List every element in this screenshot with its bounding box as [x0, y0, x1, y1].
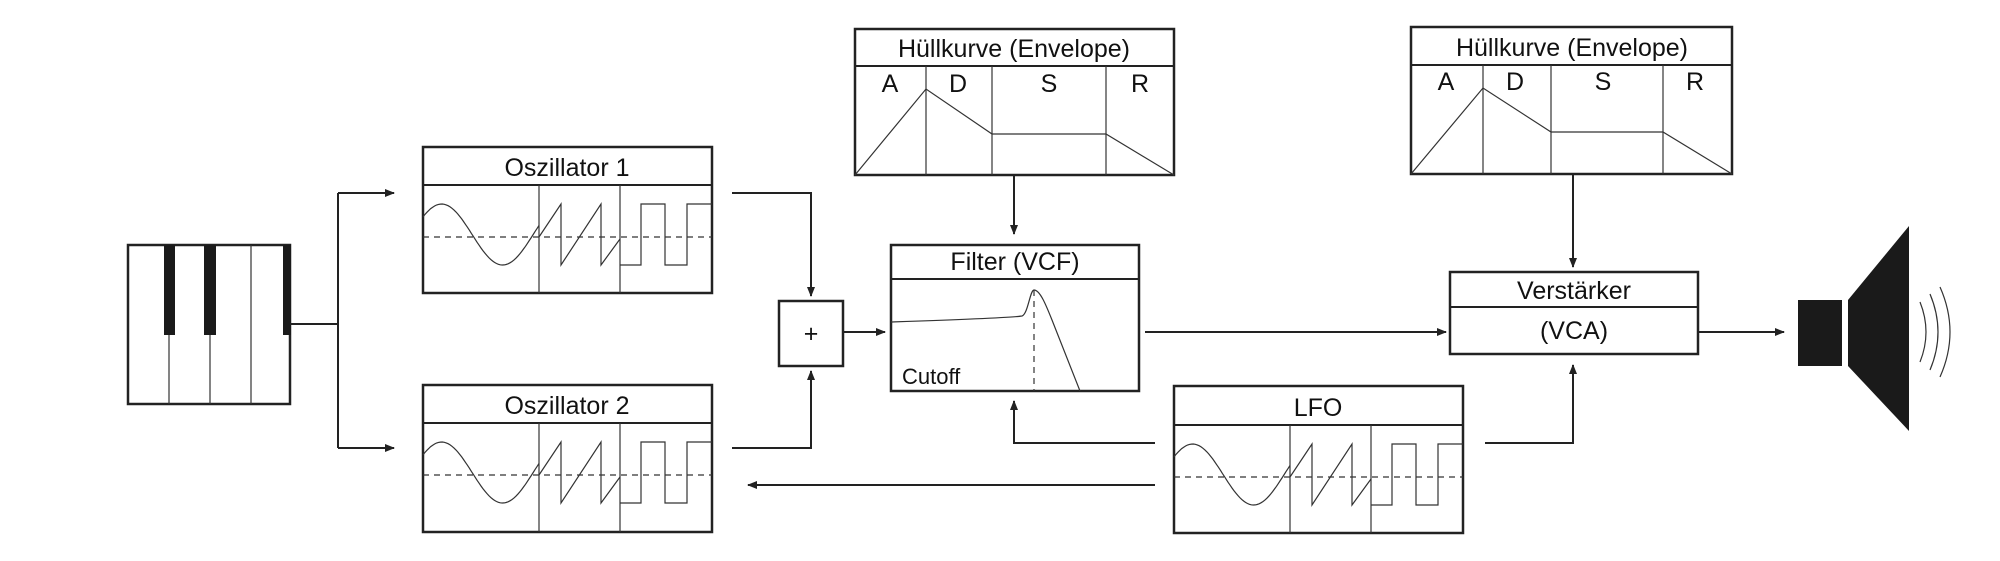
envelope-1-stage-sustain: S — [1041, 70, 1058, 98]
lfo-title: LFO — [1294, 394, 1343, 422]
filter-cutoff-label: Cutoff — [902, 364, 961, 389]
envelope-1-curve — [854, 88, 1175, 176]
mixer-symbol: + — [804, 320, 819, 348]
oscillator-2-waveforms — [422, 423, 712, 532]
envelope-1-title: Hüllkurve (Envelope) — [898, 35, 1130, 63]
lfo-block: LFO — [1172, 384, 1465, 535]
envelope-1-stage-attack: A — [882, 70, 899, 98]
envelope-1-block: Hüllkurve (Envelope) A D S R — [853, 27, 1176, 177]
lfo-to-amplifier-wire — [1485, 364, 1577, 444]
oscillator-2-title: Oszillator 2 — [504, 392, 629, 420]
envelope-2-title: Hüllkurve (Envelope) — [1456, 34, 1688, 62]
keyboard-to-oscillators-wire — [290, 189, 395, 452]
amplifier-title: Verstärker — [1517, 277, 1631, 305]
envelope-2-stage-attack: A — [1438, 68, 1455, 96]
oscillator-2-to-mixer-wire — [732, 370, 815, 449]
sawtooth-wave — [1289, 441, 1372, 508]
sine-wave — [1173, 443, 1291, 506]
lfo-to-filter-wire — [1010, 400, 1155, 444]
square-wave — [1371, 443, 1463, 506]
envelope-2-stage-decay: D — [1506, 68, 1524, 96]
envelope-2-block: Hüllkurve (Envelope) A D S R — [1409, 25, 1734, 176]
keyboard-icon — [126, 243, 292, 406]
sawtooth-wave — [538, 201, 621, 268]
lfo-waveforms — [1173, 425, 1463, 533]
envelope-2-curve — [1410, 87, 1733, 175]
square-wave — [620, 441, 712, 504]
envelope-2-stage-sustain: S — [1595, 68, 1612, 96]
filter-title: Filter (VCF) — [950, 248, 1079, 276]
amplifier-block: Verstärker (VCA) — [1448, 270, 1700, 356]
envelope-1-stage-release: R — [1131, 70, 1149, 98]
sine-wave — [422, 203, 540, 266]
oscillator-1-to-mixer-wire — [732, 192, 815, 297]
oscillator-2-block: Oszillator 2 — [421, 383, 714, 534]
sine-wave — [422, 441, 540, 504]
filter-response-curve — [890, 289, 1081, 392]
envelope-2-stage-release: R — [1686, 68, 1704, 96]
speaker-icon — [1798, 226, 1951, 431]
oscillator-1-block: Oszillator 1 — [421, 145, 714, 295]
envelope-1-stage-decay: D — [949, 70, 967, 98]
mixer-block: + — [777, 299, 845, 368]
square-wave — [620, 203, 712, 266]
oscillator-1-title: Oszillator 1 — [504, 154, 629, 182]
filter-block: Filter (VCF) Cutoff — [889, 243, 1141, 393]
sawtooth-wave — [538, 439, 621, 506]
oscillator-1-waveforms — [422, 185, 712, 293]
amplifier-subtitle: (VCA) — [1540, 317, 1608, 345]
